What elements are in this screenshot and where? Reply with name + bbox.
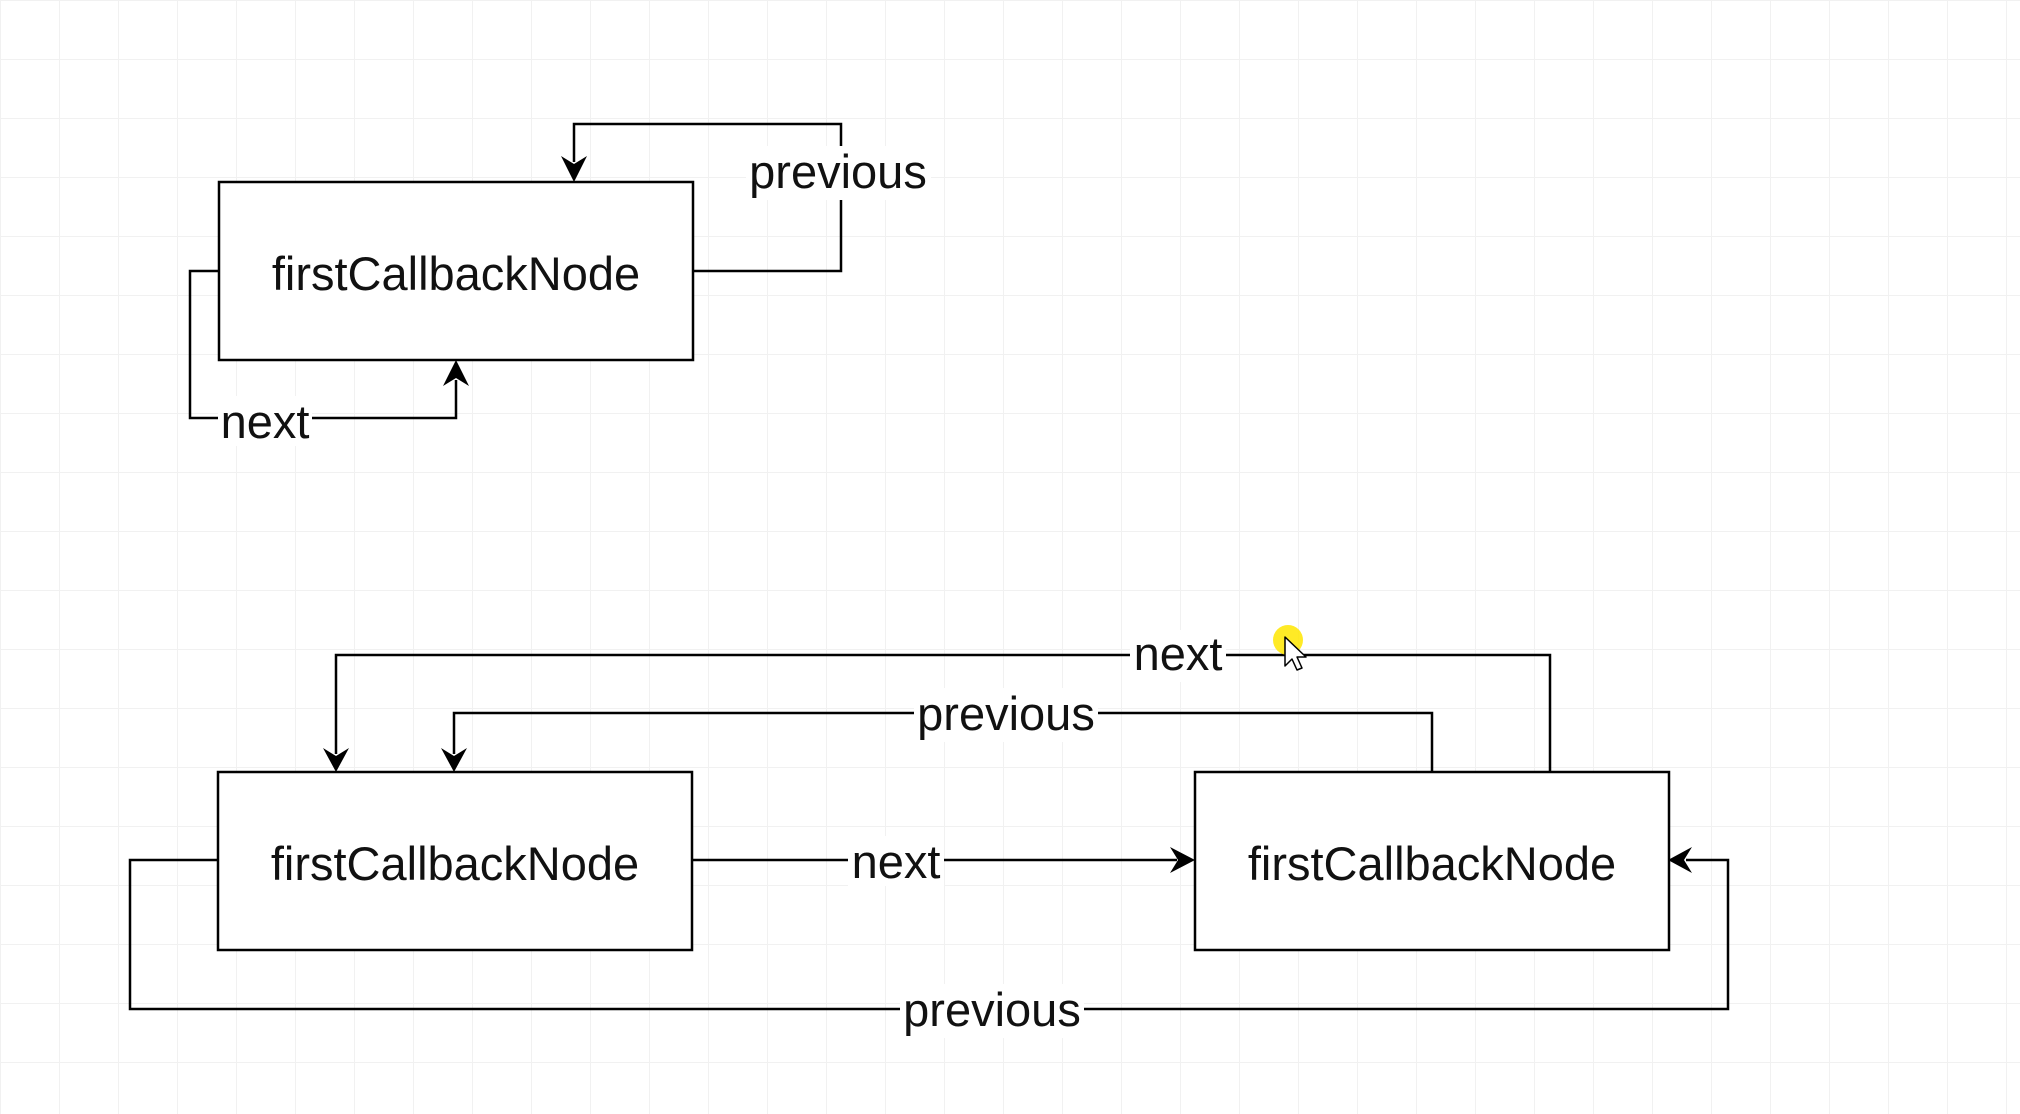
bottom-previous-edge: previous <box>128 847 1730 1038</box>
middle-next-edge: next <box>692 835 1195 888</box>
single-node[interactable]: firstCallbackNode <box>217 180 695 362</box>
single-node-label: firstCallbackNode <box>272 247 640 300</box>
single-next-edge: next <box>188 269 469 448</box>
arrowhead-up-icon <box>443 360 469 386</box>
top-previous-edge-label: previous <box>917 687 1095 740</box>
middle-next-edge-label: next <box>852 835 941 888</box>
right-node-label: firstCallbackNode <box>1248 837 1616 890</box>
arrowhead-right-icon <box>1170 847 1195 873</box>
arrowhead-down-icon <box>323 748 349 772</box>
left-node[interactable]: firstCallbackNode <box>216 770 694 952</box>
two-node-diagram: next previous next previous <box>128 627 1730 1038</box>
top-previous-edge: previous <box>441 687 1434 772</box>
single-previous-edge: previous <box>561 122 931 273</box>
arrowhead-left-icon <box>1668 847 1692 873</box>
top-next-edge-label: next <box>1134 627 1223 680</box>
left-node-label: firstCallbackNode <box>271 837 639 890</box>
right-node[interactable]: firstCallbackNode <box>1193 770 1671 952</box>
arrowhead-down-icon <box>441 748 467 772</box>
single-next-edge-label: next <box>221 395 310 448</box>
mouse-pointer-icon <box>1273 625 1307 671</box>
single-previous-edge-label: previous <box>749 145 927 198</box>
bottom-previous-edge-label: previous <box>903 983 1081 1036</box>
single-node-diagram: previous next firstCallbackNode <box>188 122 931 448</box>
top-next-edge: next <box>323 627 1552 772</box>
arrowhead-down-icon <box>561 156 587 182</box>
